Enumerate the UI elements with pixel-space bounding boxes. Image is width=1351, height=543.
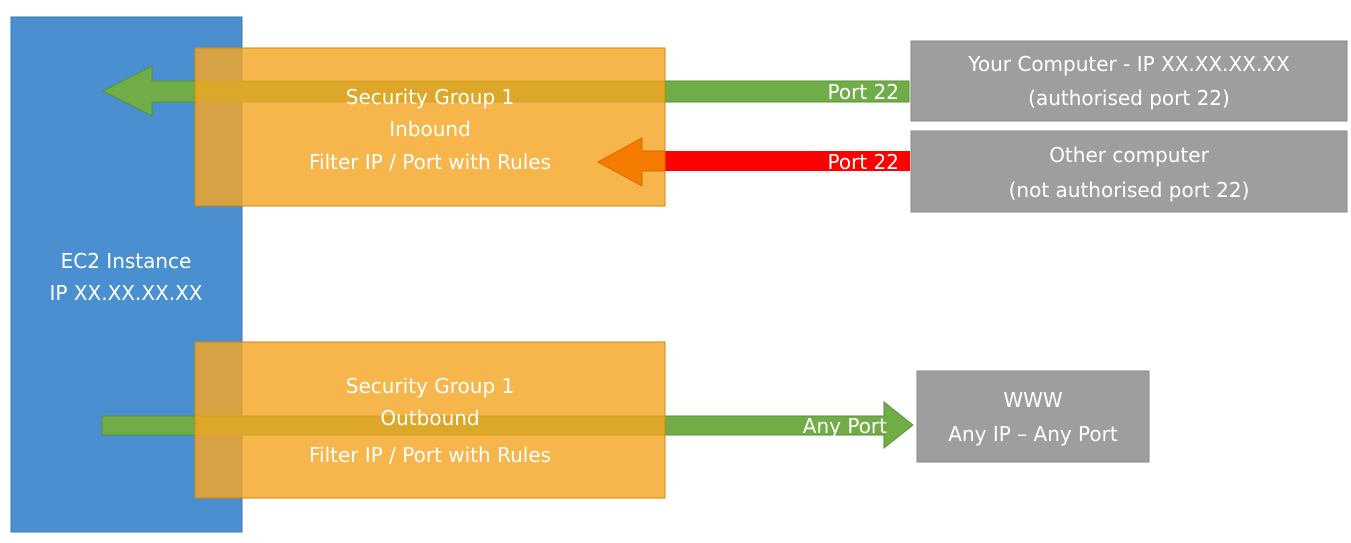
- your-computer-subtitle: (authorised port 22): [1028, 86, 1230, 110]
- www-subtitle: Any IP – Any Port: [948, 422, 1118, 446]
- inbound-sg-description: Filter IP / Port with Rules: [309, 150, 551, 174]
- outbound-sg-description: Filter IP / Port with Rules: [309, 443, 551, 467]
- your-computer-title: Your Computer - IP XX.XX.XX.XX: [967, 52, 1290, 76]
- allowed-inbound-port-label: Port 22: [828, 80, 899, 104]
- blocked-inbound-port-label: Port 22: [828, 150, 899, 174]
- other-computer-subtitle: (not authorised port 22): [1009, 178, 1250, 202]
- outbound-port-label: Any Port: [803, 414, 887, 438]
- inbound-sg-title: Security Group 1: [346, 85, 514, 109]
- ec2-ip-text: IP XX.XX.XX.XX: [50, 281, 203, 305]
- other-computer-title: Other computer: [1049, 143, 1209, 167]
- outbound-sg-direction: Outbound: [380, 406, 479, 430]
- www-box: [916, 370, 1150, 463]
- other-computer-box: [910, 130, 1348, 213]
- blocked-inbound-arrow-shaft: [642, 151, 910, 171]
- outbound-sg-title: Security Group 1: [346, 374, 514, 398]
- www-title: WWW: [1003, 388, 1063, 412]
- your-computer-box: [910, 40, 1348, 122]
- blocked-inbound-arrow-head: [596, 137, 666, 187]
- inbound-security-group-box: [194, 47, 666, 207]
- outbound-security-group-box: [194, 341, 666, 499]
- ec2-name-text: EC2 Instance: [61, 249, 192, 273]
- inbound-sg-direction: Inbound: [389, 117, 471, 141]
